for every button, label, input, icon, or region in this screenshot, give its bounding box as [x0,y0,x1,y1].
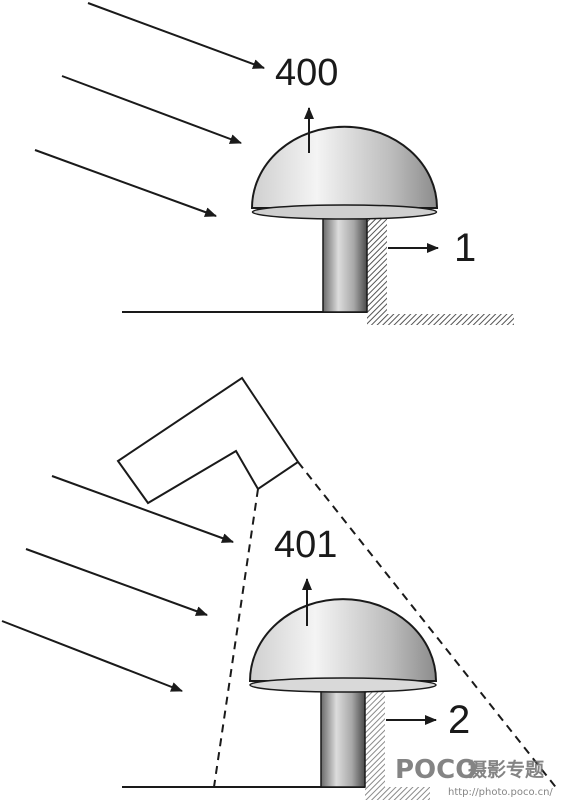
bottom-figure: 401 2 [1,376,559,800]
watermark-logo: POCO [395,755,477,785]
bottom-cap-underside [249,677,437,693]
top-shadow [367,215,514,325]
bottom-light-ray-1 [51,475,234,543]
bottom-mushroom-stem [320,676,366,788]
watermark-chinese-text: 摄影专题 [468,758,544,781]
watermark: POCO 摄影专题 http://photo.poco.cn/ [395,755,553,798]
top-light-ray-3 [34,149,217,217]
bottom-light-ray-2 [25,548,208,616]
top-mushroom-cap [250,125,439,209]
shade-boundary-left [213,488,259,788]
top-light-ray-1 [87,2,265,69]
bottom-light-ray-3 [1,620,183,692]
bottom-reference-label: 401 [274,524,337,566]
watermark-url: http://photo.poco.cn/ [448,787,553,798]
bottom-shadow-label: 2 [448,698,470,742]
reflector-board [116,376,300,505]
top-light-ray-2 [61,75,242,144]
top-cap-underside [251,204,438,220]
top-reference-label: 400 [275,52,338,94]
top-mushroom-stem [322,204,368,313]
top-figure: 400 1 [34,2,514,325]
top-shadow-label: 1 [454,226,476,270]
bottom-mushroom-cap [248,598,438,682]
bottom-shadow [365,680,430,800]
